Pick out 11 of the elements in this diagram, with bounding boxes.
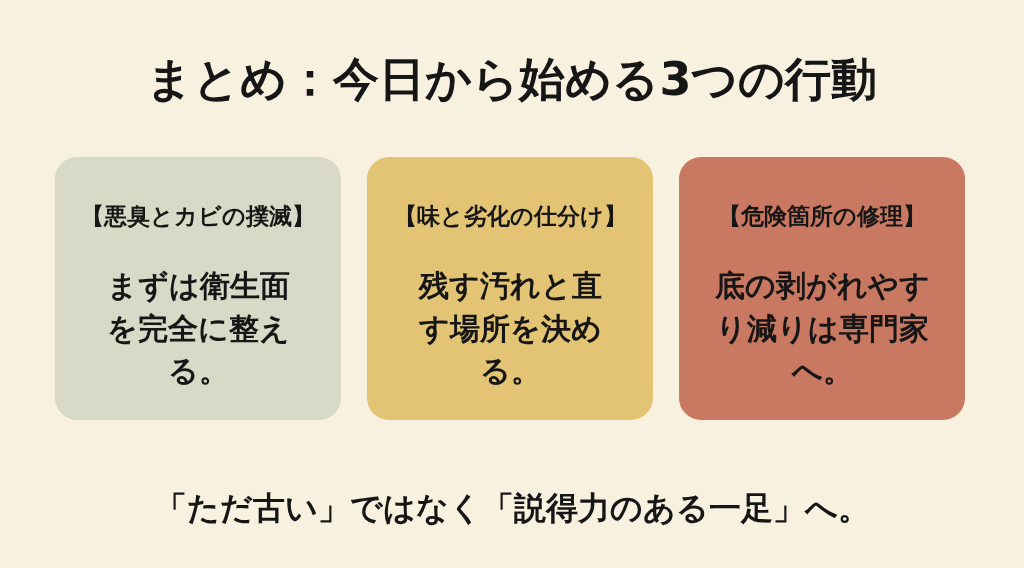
- title: まとめ：今日から始める3つの行動: [145, 52, 879, 108]
- card-heading: 【悪臭とカビの撲滅】: [80, 202, 316, 231]
- card-text: 残す汚れと直す場所を決める。: [417, 267, 603, 391]
- action-card: [367, 157, 653, 420]
- action-card: [55, 157, 341, 420]
- action-card: [679, 157, 965, 420]
- card-text: 底の剥がれやすり減りは専門家へ。: [713, 267, 931, 391]
- card-heading: 【味と劣化の仕分け】: [392, 202, 628, 231]
- card-text: まずは衛生面を完全に整える。: [105, 267, 291, 391]
- card-heading: 【危険箇所の修理】: [717, 202, 927, 231]
- caption: 「ただ古い」ではなく「説得力のある一足」へ。: [153, 488, 871, 529]
